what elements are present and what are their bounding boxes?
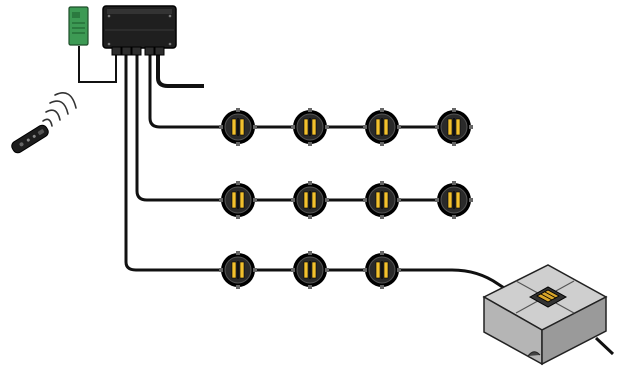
light-fixture (291, 108, 329, 146)
light-fixture (291, 181, 329, 219)
signal-waves-icon (42, 92, 77, 127)
terminal-block (528, 286, 568, 308)
remote-control (11, 124, 49, 154)
light-fixture (219, 251, 257, 289)
junction-box (482, 264, 608, 366)
receiver-cable (78, 46, 117, 83)
branch-top-cable (148, 55, 470, 129)
power-cable (156, 55, 204, 88)
receiver-module (68, 6, 89, 46)
light-fixture (219, 108, 257, 146)
junction-side (541, 295, 607, 366)
junction-out-cable (594, 336, 615, 356)
light-fixture (363, 251, 401, 289)
light-fixture (363, 108, 401, 146)
light-fixture (291, 251, 329, 289)
branch-middle-cable (135, 55, 470, 202)
control-box (102, 5, 177, 56)
light-fixture (363, 181, 401, 219)
light-fixture (219, 181, 257, 219)
light-fixtures (219, 108, 473, 289)
cable-glands (111, 46, 165, 56)
light-fixture (435, 108, 473, 146)
light-fixture (435, 181, 473, 219)
